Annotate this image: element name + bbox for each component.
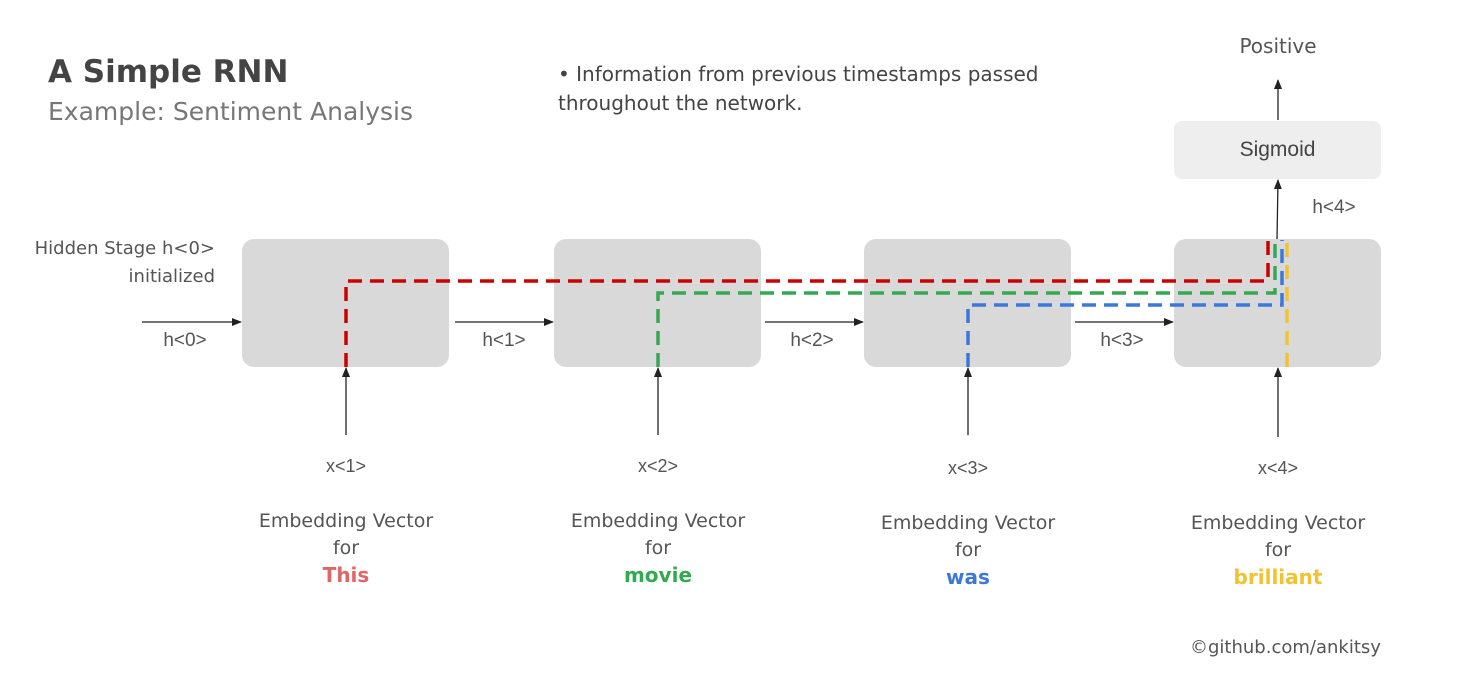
init-label-line2: initialized	[128, 266, 215, 287]
embedding-label-3: Embedding Vector for was	[858, 510, 1078, 591]
diagram-title: A Simple RNN	[48, 54, 289, 90]
word-was: was	[946, 565, 990, 589]
input-label-x3: x<3>	[947, 458, 989, 478]
sigmoid-box	[1174, 121, 1381, 179]
rnn-cell-3	[864, 239, 1071, 367]
embedding-line1: Embedding Vector	[1190, 512, 1366, 534]
embedding-label-2: Embedding Vector for movie	[548, 508, 768, 589]
arrow-h4-to-sigmoid	[1273, 179, 1282, 240]
rnn-cell-1	[242, 239, 449, 367]
embedding-line2: for	[644, 537, 672, 559]
init-label-line1: Hidden Stage h<0>	[34, 238, 215, 259]
input-label-x1: x<1>	[325, 456, 367, 476]
embedding-line2: for	[332, 537, 360, 559]
path-movie-green	[656, 240, 1277, 367]
input-label-x2: x<2>	[637, 456, 679, 476]
embedding-line1: Embedding Vector	[258, 510, 434, 532]
hidden-label-h0: h<0>	[163, 330, 207, 351]
hidden-label-h1: h<1>	[482, 330, 526, 351]
word-movie: movie	[623, 563, 693, 587]
input-label-x4: x<4>	[1257, 458, 1299, 478]
embedding-label-1: Embedding Vector for This	[236, 508, 456, 589]
diagram-subtitle: Example: Sentiment Analysis	[48, 97, 414, 126]
hidden-state-init-label: Hidden Stage h<0> initialized	[20, 235, 215, 291]
hidden-label-h4: h<4>	[1312, 197, 1356, 218]
embedding-line2: for	[954, 539, 982, 561]
output-label: Positive	[1239, 34, 1317, 58]
rnn-cell-2	[554, 239, 761, 367]
embedding-label-4: Embedding Vector for brilliant	[1168, 510, 1388, 591]
path-was-blue	[966, 240, 1284, 367]
hidden-label-h2: h<2>	[790, 330, 834, 351]
word-brilliant: brilliant	[1233, 565, 1323, 589]
word-this: This	[322, 563, 370, 587]
embedding-line1: Embedding Vector	[880, 512, 1056, 534]
embedding-line1: Embedding Vector	[570, 510, 746, 532]
sigmoid-label: Sigmoid	[1239, 138, 1316, 161]
embedding-line2: for	[1264, 539, 1292, 561]
rnn-cell-4	[1174, 239, 1381, 367]
hidden-label-h3: h<3>	[1100, 330, 1144, 351]
bullet-note: • Information from previous timestamps p…	[558, 62, 1039, 115]
credit-text: ©github.com/ankitsy	[1190, 637, 1381, 658]
